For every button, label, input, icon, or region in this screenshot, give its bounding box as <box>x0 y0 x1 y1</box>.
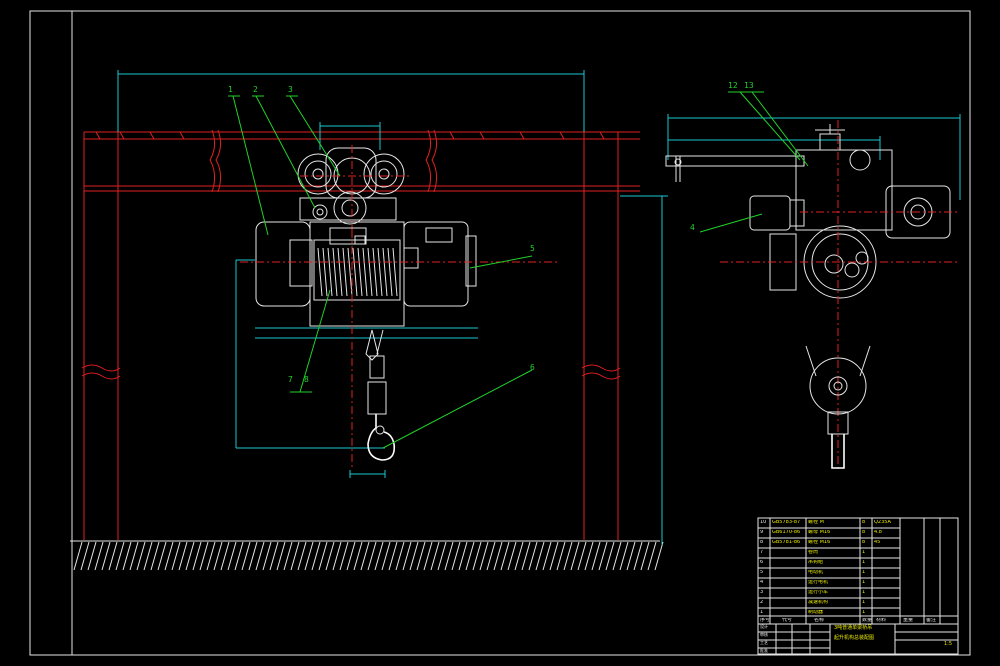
bom-header-code: 代号 <box>782 618 793 623</box>
bom-row-1-no: 1 <box>760 610 764 615</box>
tb-label-process: 工艺 <box>760 640 768 645</box>
bom-row-8-material: 45 <box>874 540 881 545</box>
callout-3: 3 <box>288 85 293 94</box>
bom-row-8-qty: 8 <box>862 540 866 545</box>
front-view <box>70 70 668 571</box>
bom-header-no: 序号 <box>760 618 771 623</box>
bom-row-9-name: 螺母 M16 <box>808 530 831 535</box>
callout-13: 13 <box>744 81 754 90</box>
bom-header-material: 材料 <box>876 618 887 623</box>
bom-row-8-code: GB5781-86 <box>772 540 801 545</box>
bom-row-7-qty: 1 <box>862 550 866 555</box>
bom-row-3-qty: 1 <box>862 590 866 595</box>
bom-row-1-name: 制动器 <box>808 610 824 615</box>
bom-header-weight: 重量 <box>903 618 914 623</box>
tb-label-approve: 批准 <box>760 648 768 653</box>
bom-row-10-no: 10 <box>760 520 767 525</box>
bom-row-7-no: 7 <box>760 550 764 555</box>
bom-row-4-name: 运行电机 <box>808 580 829 585</box>
callout-1: 1 <box>228 85 233 94</box>
bom-header-remark: 备注 <box>926 618 937 623</box>
callout-4: 4 <box>690 223 695 232</box>
side-view <box>665 91 961 470</box>
bom-row-10-qty: 8 <box>862 520 866 525</box>
bom-row-5-name: 电动机 <box>808 570 824 575</box>
bom-row-6-name: 吊钩组 <box>808 560 824 565</box>
bom-row-6-no: 6 <box>760 560 764 565</box>
tb-label-review: 审核 <box>760 632 768 637</box>
callout-12: 12 <box>728 81 738 90</box>
bom-row-8-name: 螺栓 M16 <box>808 540 831 545</box>
bom-row-1-qty: 1 <box>862 610 866 615</box>
bom-row-8-no: 8 <box>760 540 764 545</box>
bom-row-2-name: 减速机构 <box>808 600 829 605</box>
bom-header-qty: 数量 <box>862 618 873 623</box>
bom-header-name: 名称 <box>814 618 825 623</box>
bom-row-2-qty: 1 <box>862 600 866 605</box>
callout-5: 5 <box>530 244 535 253</box>
bom-row-9-material: 4.8 <box>874 530 882 535</box>
bom-row-5-qty: 1 <box>862 570 866 575</box>
bom-row-7-name: 卷筒 <box>808 550 819 555</box>
bom-row-6-qty: 1 <box>862 560 866 565</box>
title-line-2: 起升机构总装配图 <box>834 635 875 641</box>
sheet-scale: 1:5 <box>944 641 953 647</box>
bill-of-materials <box>757 517 959 655</box>
bom-row-2-no: 2 <box>760 600 764 605</box>
bom-row-9-code: GB6170-86 <box>772 530 801 535</box>
bom-row-9-qty: 8 <box>862 530 866 535</box>
title-line-1: 3吨普通单梁桥吊 <box>834 625 873 631</box>
bom-row-4-no: 4 <box>760 580 764 585</box>
bom-row-4-qty: 1 <box>862 580 866 585</box>
bom-row-3-no: 3 <box>760 590 764 595</box>
bom-row-10-material: Q235A <box>874 520 891 525</box>
bom-row-10-code: GB5783-87 <box>772 520 801 525</box>
callout-6: 6 <box>530 363 535 372</box>
callout-8: 8 <box>304 375 309 384</box>
bom-row-10-name: 螺栓 M <box>808 520 824 525</box>
inner-border <box>71 10 971 656</box>
callout-7: 7 <box>288 375 293 384</box>
callout-2: 2 <box>253 85 258 94</box>
bom-row-3-name: 运行小车 <box>808 590 829 595</box>
bom-row-5-no: 5 <box>760 570 764 575</box>
bom-row-9-no: 9 <box>760 530 764 535</box>
tb-label-design: 设计 <box>760 624 768 629</box>
